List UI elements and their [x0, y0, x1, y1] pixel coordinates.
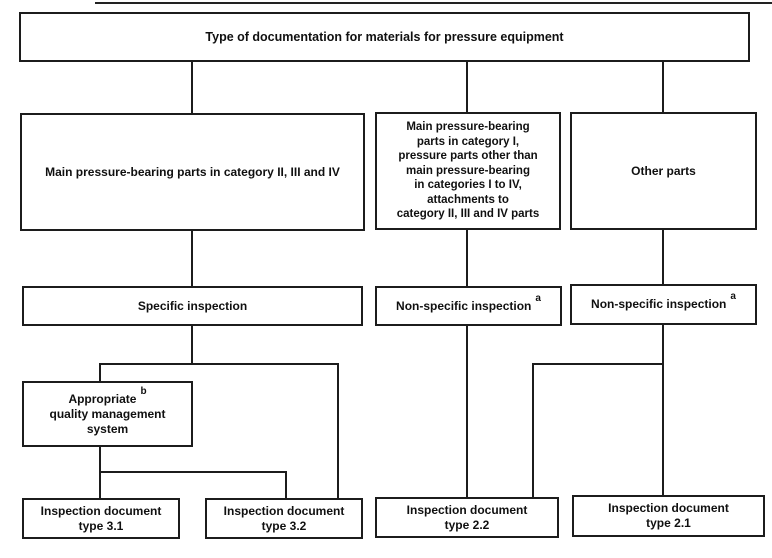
node-root-label: Type of documentation for materials for …	[205, 29, 564, 44]
node-doc-2-1-line2: type 2.1	[646, 516, 691, 530]
node-nonspecific-inspection-right-label: Non-specific inspectiona	[591, 292, 736, 312]
node-main-parts-category-2-3-4: Main pressure-bearing parts in category …	[20, 113, 365, 231]
node-doc-3-1-line1: Inspection document	[40, 503, 162, 518]
node-specific-inspection-label: Specific inspection	[137, 298, 248, 313]
node-doc-2-1-line1: Inspection document	[608, 501, 729, 515]
node-doc-2-2-line2: type 2.2	[444, 517, 490, 532]
node-main-parts-category-1-line: Main pressure-bearing	[406, 121, 530, 134]
node-doc-3-1-line2: type 3.1	[78, 518, 124, 533]
node-doc-2-2-line1: Inspection document	[406, 502, 528, 517]
node-qms-line3: system	[86, 421, 129, 436]
connector-other-parts-to-nonspecific-right	[662, 230, 664, 284]
node-main-parts-category-2-3-4-label: Main pressure-bearing parts in category …	[45, 164, 340, 179]
node-qms-line1: Appropriateb	[68, 386, 146, 407]
node-root: Type of documentation for materials for …	[19, 12, 750, 62]
node-other-parts-label: Other parts	[631, 163, 696, 178]
node-qms-line2: quality management	[49, 406, 166, 421]
node-doc-3-2-line1: Inspection document	[223, 503, 345, 518]
connector-qms-branch-to-doc-3-2	[285, 471, 287, 498]
node-main-parts-category-1-line: pressure parts other than	[398, 150, 538, 163]
connector-nonspecific-right-branch-horizontal	[532, 363, 664, 365]
connector-branch-to-doc-3-2	[337, 363, 339, 498]
node-doc-3-2-line2: type 3.2	[261, 518, 307, 533]
node-main-parts-category-1-line: attachments to	[427, 193, 509, 206]
node-nonspecific-inspection-right-text: Non-specific inspection	[591, 297, 727, 311]
connector-main-2-3-4-to-specific	[191, 231, 193, 286]
node-specific-inspection: Specific inspection	[22, 286, 363, 326]
node-main-parts-category-1-line: in categories I to IV,	[414, 179, 522, 192]
connector-specific-branch-horizontal	[99, 363, 339, 365]
node-other-parts: Other parts	[570, 112, 757, 230]
footnote-b-marker: b	[140, 385, 147, 397]
footnote-a-marker: a	[535, 292, 541, 304]
node-qms-line1-text: Appropriate	[68, 391, 137, 406]
footnote-a-marker: a	[730, 291, 736, 302]
connector-nonspecific-right-branch-to-doc-2-2	[532, 363, 534, 497]
scan-artifact-line	[95, 2, 772, 4]
node-inspection-document-3-1: Inspection document type 3.1	[22, 498, 180, 539]
connector-root-to-other-parts	[662, 62, 664, 112]
node-main-parts-category-1: Main pressure-bearing parts in category …	[375, 112, 561, 230]
node-nonspecific-inspection-mid: Non-specific inspectiona	[375, 286, 562, 326]
connector-main-1-to-nonspecific-mid	[466, 230, 468, 286]
connector-root-to-main-2-3-4	[191, 62, 193, 113]
connector-specific-down	[191, 326, 193, 364]
node-nonspecific-inspection-mid-text: Non-specific inspection	[396, 298, 532, 313]
connector-branch-to-qms	[99, 363, 101, 381]
node-inspection-document-3-2: Inspection document type 3.2	[205, 498, 363, 539]
connector-qms-branch-horizontal	[99, 471, 287, 473]
node-main-parts-category-1-line: category II, III and IV parts	[396, 208, 540, 221]
node-nonspecific-inspection-mid-label: Non-specific inspectiona	[396, 293, 541, 314]
node-inspection-document-2-1: Inspection document type 2.1	[572, 495, 765, 537]
node-main-parts-category-1-line: main pressure-bearing	[406, 164, 530, 177]
node-inspection-document-2-2: Inspection document type 2.2	[375, 497, 559, 538]
connector-root-to-main-1	[466, 62, 468, 112]
node-main-parts-category-1-line: parts in category I,	[416, 135, 520, 148]
node-quality-management-system: Appropriateb quality management system	[22, 381, 193, 447]
connector-nonspecific-mid-to-doc-2-2	[466, 326, 468, 497]
connector-nonspecific-right-to-doc-2-1	[662, 325, 664, 495]
node-nonspecific-inspection-right: Non-specific inspectiona	[570, 284, 757, 325]
